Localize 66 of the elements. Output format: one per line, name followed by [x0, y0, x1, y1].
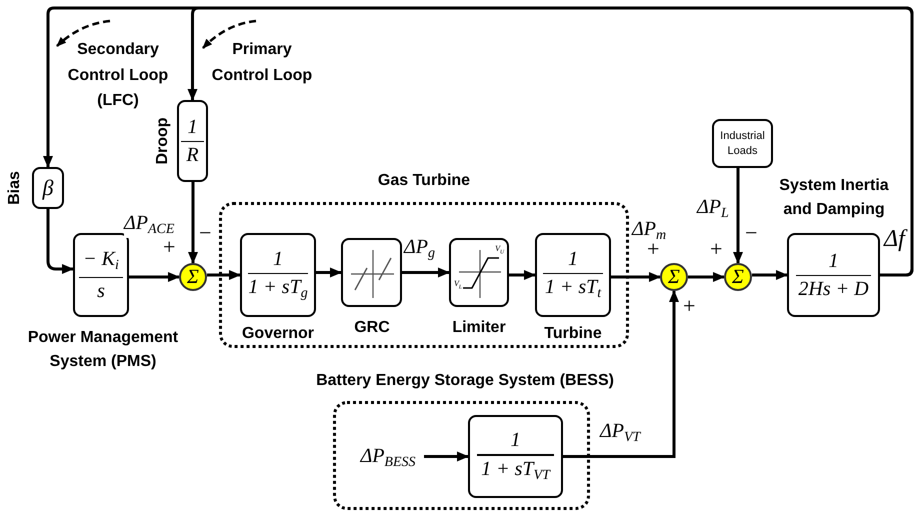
- signal-arrow: [129, 272, 180, 282]
- denominator: 2Hs + D: [798, 278, 869, 300]
- gain-symbol: β: [42, 176, 54, 200]
- signal-arrow: [752, 270, 788, 280]
- denominator: R: [186, 144, 199, 166]
- load-block: [712, 119, 773, 168]
- signal-arrow: [316, 268, 342, 278]
- numerator: − K$_{i}$: [83, 248, 119, 274]
- limiter-block: [449, 238, 509, 307]
- signal-arrow: [188, 182, 198, 264]
- denominator: 1 + sT$_{VT}$: [481, 458, 550, 484]
- block-caption: Droop: [154, 117, 172, 165]
- signal-arrow: [46, 209, 74, 274]
- rate-limiter-block: [341, 238, 402, 307]
- signal-arrow: [207, 270, 241, 280]
- signal-arrow: [402, 268, 450, 278]
- sign-label: −: [745, 222, 758, 244]
- block-caption: Limiter: [451, 318, 507, 338]
- load-text: Industrial Loads: [719, 128, 766, 158]
- transfer-function-block: [787, 233, 880, 317]
- numerator: 1: [568, 248, 578, 270]
- denominator: s: [97, 280, 105, 302]
- group-title: Battery Energy Storage System (BESS): [315, 372, 615, 390]
- sign-label: +: [710, 238, 722, 260]
- lower-limit-label: V$_{L}$: [454, 280, 462, 291]
- sign-label: −: [199, 222, 212, 244]
- sign-label: +: [163, 236, 176, 258]
- numerator: 1: [510, 429, 520, 452]
- numerator: 1: [273, 248, 283, 270]
- group-title: Gas Turbine: [376, 172, 472, 190]
- block-caption: GRC: [353, 318, 391, 338]
- denominator: 1 + sT$_{g}$: [248, 276, 308, 302]
- denominator: 1 + sT$_{t}$: [544, 276, 602, 302]
- sign-label: +: [683, 295, 696, 317]
- gain-block: [32, 167, 64, 209]
- summing-junction: [724, 263, 752, 291]
- sigma-symbol: Σ: [732, 266, 744, 288]
- numerator: 1: [188, 116, 198, 138]
- signal-arrow: [509, 270, 536, 280]
- block-caption: Bias: [6, 171, 24, 205]
- loop-annotation: Primary Control Loop: [210, 40, 314, 86]
- transfer-function-block: [240, 233, 316, 317]
- signal-arrow: [424, 452, 469, 462]
- transfer-function-block: [73, 233, 129, 317]
- signal-arrow: [733, 168, 743, 264]
- signal-arrow: [188, 6, 914, 276]
- block-caption: Turbine: [543, 324, 603, 344]
- transfer-function-block: [535, 233, 611, 317]
- transfer-function-block: [177, 100, 208, 182]
- sigma-symbol: Σ: [187, 266, 199, 288]
- numerator: 1: [828, 250, 838, 272]
- signal-arrow: [688, 272, 725, 282]
- loop-annotation: Secondary Control Loop (LFC): [66, 40, 170, 112]
- summing-junction: [660, 263, 688, 291]
- signal-arrow: [563, 290, 679, 458]
- block-caption: System Inertia and Damping: [778, 176, 890, 220]
- output-signal-label: Δf: [884, 226, 905, 252]
- summing-junction: [179, 263, 207, 291]
- signal-text: ΔP$_{BESS}$: [360, 445, 416, 471]
- dotted-group-frame: [219, 172, 629, 348]
- upper-limit-label: V$_{U}$: [495, 245, 504, 256]
- sigma-symbol: Σ: [668, 266, 680, 288]
- block-caption: Power Management System (PMS): [26, 328, 180, 372]
- signal-arrow: [611, 272, 661, 282]
- block-caption: Governor: [240, 324, 315, 344]
- transfer-function-block: [468, 415, 563, 498]
